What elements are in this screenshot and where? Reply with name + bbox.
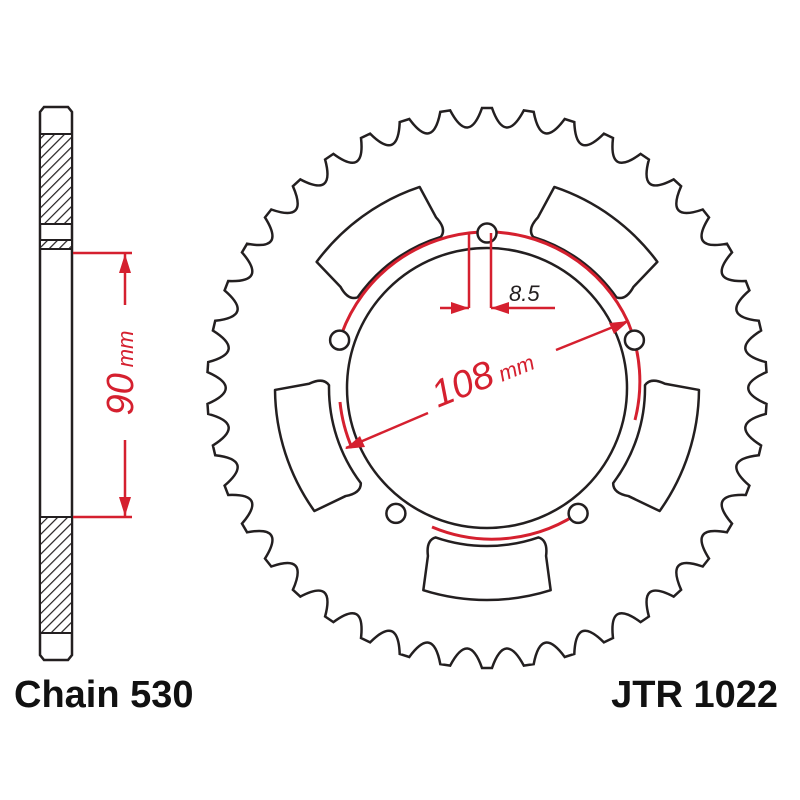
part-number-label: JTR 1022 <box>611 674 778 716</box>
hub-height-dimension <box>73 251 132 519</box>
bolt-hole-label: 8.5 <box>509 281 540 306</box>
lightening-slot <box>611 379 701 513</box>
chain-size-label: Chain 530 <box>14 674 194 716</box>
bolt-hole-dimension <box>440 233 555 314</box>
lightening-slot <box>315 185 445 300</box>
side-profile <box>38 105 74 662</box>
bolt-hole <box>328 329 351 351</box>
bolt-hole <box>623 329 646 351</box>
side-profile-hatch-top <box>39 133 73 225</box>
hub-height-unit: mm <box>113 331 138 368</box>
side-profile-hatch-mid <box>39 239 73 250</box>
lightening-slots <box>273 185 701 602</box>
lightening-slot <box>422 536 552 602</box>
pcd-dimension <box>345 319 629 450</box>
bolt-hole <box>476 222 498 244</box>
lightening-slot <box>529 185 659 300</box>
center-bore <box>345 246 629 530</box>
lightening-slot <box>273 379 363 513</box>
bolt-hole <box>567 502 589 525</box>
hub-height-value: 90 <box>100 373 142 415</box>
side-profile-hatch-bottom <box>39 516 73 634</box>
hub-height-label: 90 mm <box>100 331 142 416</box>
bolt-hole <box>385 502 407 525</box>
